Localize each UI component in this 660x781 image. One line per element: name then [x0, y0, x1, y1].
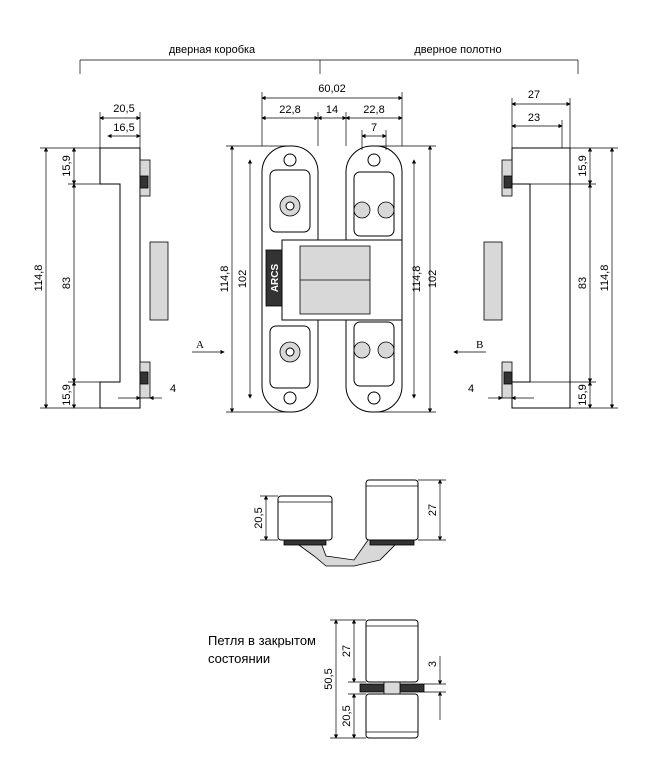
left-side-view	[99, 147, 169, 409]
dim-top-left-height: 20,5	[253, 507, 265, 528]
dim-front-right-part: 22,8	[363, 104, 384, 116]
right-side-dimensions: 27 23 15,9 83 15,9 114,8 4	[468, 89, 618, 409]
top-view	[277, 479, 419, 567]
dim-side-right-mid: 83	[577, 277, 589, 289]
right-side-view	[483, 147, 571, 409]
header-brackets: дверная коробка дверное полотно	[79, 44, 579, 74]
dim-side-left-offset: 4	[170, 383, 176, 395]
dim-front-total-width: 60,02	[318, 83, 346, 95]
dim-side-left-bottom: 15,9	[61, 384, 73, 405]
dim-front-right-total: 114,8	[411, 266, 423, 293]
brand-logo: ARCS	[270, 264, 281, 293]
closed-view	[359, 619, 425, 739]
dim-side-right-top: 15,9	[577, 155, 589, 176]
closed-state-note: Петля в закрытом состоянии	[208, 633, 316, 666]
dim-side-left-width: 20,5	[113, 103, 134, 115]
front-view: ARCS	[261, 145, 403, 413]
dim-side-right-offset: 4	[468, 383, 474, 395]
dim-side-left-top: 15,9	[61, 155, 73, 176]
dim-front-left-inner: 102	[237, 270, 249, 288]
top-view-dimensions: 20,5 27	[253, 479, 446, 541]
dim-side-left-total: 114,8	[33, 265, 45, 292]
dim-front-axis: 7	[371, 122, 377, 134]
dim-side-right-bottom: 15,9	[577, 384, 589, 405]
dim-closed-upper: 27	[341, 645, 353, 657]
closed-view-dimensions: 50,5 27 20,5 3	[323, 619, 446, 739]
dim-closed-total: 50,5	[323, 668, 335, 689]
dim-top-right-height: 27	[427, 504, 439, 516]
dim-front-left-part: 22,8	[279, 104, 300, 116]
dim-closed-lower: 20,5	[341, 705, 353, 726]
view-marker-a: A	[196, 339, 204, 351]
door-frame-label: дверная коробка	[169, 44, 256, 56]
view-marker-b: B	[476, 339, 483, 351]
dim-side-right-width: 27	[528, 89, 540, 101]
dim-front-right-inner: 102	[427, 270, 439, 288]
door-leaf-label: дверное полотно	[414, 44, 501, 56]
dim-front-left-total: 114,8	[219, 266, 231, 293]
dim-side-right-inner: 23	[528, 112, 540, 124]
front-dimensions: 60,02 22,8 14 22,8 7 114,8 102 114,8 102…	[192, 83, 486, 413]
dim-side-left-inner: 16,5	[113, 122, 134, 134]
dim-side-left-mid: 83	[61, 277, 73, 289]
dim-closed-gap: 3	[427, 661, 439, 667]
dim-front-gap: 14	[326, 104, 338, 116]
left-side-dimensions: 20,5 16,5 114,8 15,9 83 15,9 4	[33, 103, 176, 409]
dim-side-right-total: 114,8	[599, 265, 611, 292]
